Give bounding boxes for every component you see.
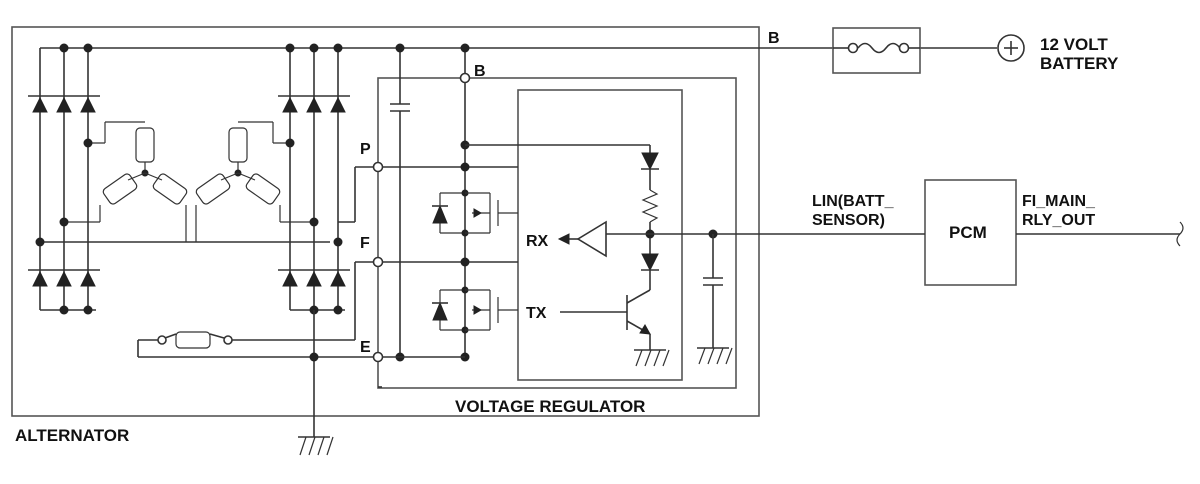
regulator-capacitor — [390, 43, 410, 362]
ic-diode-resistor-chain — [641, 145, 659, 290]
battery-label-line1: 12 VOLT — [1040, 35, 1108, 54]
voltage-regulator-box — [377, 77, 737, 389]
pcm-box — [924, 179, 1017, 286]
rotor-field-coil — [137, 261, 378, 358]
lin-label-line2: SENSOR) — [812, 212, 885, 229]
right-stator-winding — [195, 121, 314, 242]
terminal-b-inner-label: B — [474, 63, 486, 80]
left-stator-winding — [64, 121, 188, 242]
terminal-e-label: E — [360, 339, 371, 356]
fuse — [832, 27, 921, 74]
left-rectifier-bridge — [28, 48, 330, 311]
terminal-rings — [372, 72, 471, 363]
pcm-label: PCM — [949, 223, 987, 242]
tx-label: TX — [526, 305, 547, 322]
lin-label-line1: LIN(BATT_ — [812, 193, 895, 210]
bridge-junction-dots — [35, 43, 343, 315]
lower-mosfet — [432, 286, 518, 334]
regulator-ic-box — [517, 89, 683, 381]
battery-label-line2: BATTERY — [1040, 54, 1119, 73]
ground-line-alternator — [298, 310, 334, 456]
alternator-housing — [11, 26, 760, 417]
p-terminal-line — [338, 166, 518, 263]
regulator-b-rail — [378, 43, 650, 388]
right-rectifier-bridge — [278, 48, 350, 311]
terminal-p-label: P — [360, 141, 371, 158]
terminal-b-outer-label: B — [768, 30, 780, 47]
rx-buffer — [557, 220, 925, 258]
lin-filter-capacitor — [697, 229, 733, 365]
voltage-regulator-label: VOLTAGE REGULATOR — [455, 397, 645, 416]
fi-main-rly-out-line — [1016, 221, 1184, 247]
upper-mosfet — [432, 189, 518, 237]
alternator-label: ALTERNATOR — [15, 426, 129, 445]
fi-main-label-line1: FI_MAIN_ — [1022, 193, 1096, 210]
battery-symbol — [997, 34, 1025, 62]
tx-transistor — [560, 289, 670, 367]
fi-main-label-line2: RLY_OUT — [1022, 212, 1095, 229]
rx-label: RX — [526, 233, 549, 250]
terminal-f-label: F — [360, 235, 370, 252]
